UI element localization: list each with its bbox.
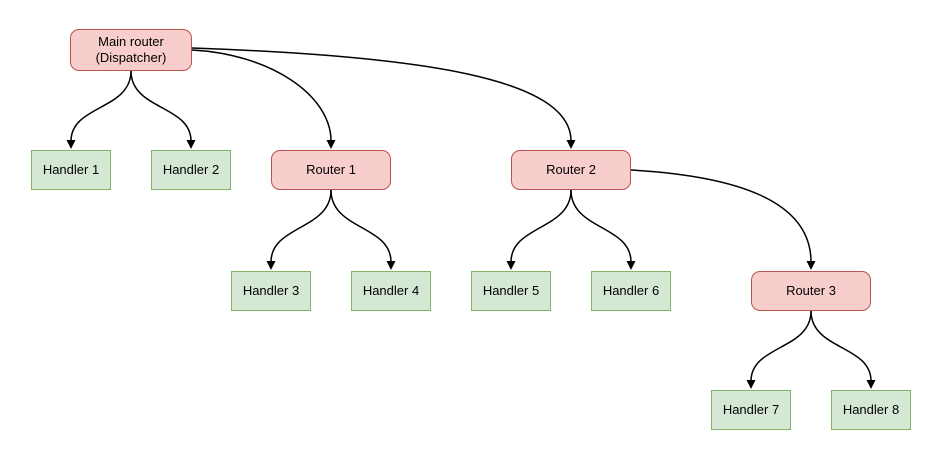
edge-router-2-to-handler-5 (506, 189, 572, 270)
node-handler-3: Handler 3 (231, 271, 311, 311)
edge-router-3-to-handler-8 (810, 310, 876, 389)
node-router-1-label: Router 1 (306, 162, 356, 177)
edge-router-1-to-handler-4 (330, 189, 396, 270)
edge-router-2-to-handler-6 (570, 189, 636, 270)
node-handler-7-label: Handler 7 (722, 402, 780, 417)
node-handler-6: Handler 6 (591, 271, 671, 311)
node-router-1: Router 1 (271, 150, 391, 190)
node-router-2-label: Router 2 (546, 162, 596, 177)
node-handler-1-label: Handler 1 (42, 162, 100, 177)
node-handler-3-label: Handler 3 (242, 283, 300, 298)
node-handler-7: Handler 7 (711, 390, 791, 430)
node-router-3: Router 3 (751, 271, 871, 311)
node-handler-8-label: Handler 8 (842, 402, 900, 417)
edge-router-3-to-handler-7 (746, 310, 812, 389)
node-handler-5-label: Handler 5 (482, 283, 540, 298)
node-router-2: Router 2 (511, 150, 631, 190)
edge-main-to-router-2 (191, 47, 576, 149)
node-handler-1: Handler 1 (31, 150, 111, 190)
node-handler-6-label: Handler 6 (602, 283, 660, 298)
edge-main-to-handler-2 (130, 70, 196, 149)
edge-main-to-handler-1 (66, 70, 132, 149)
edge-router-1-to-handler-3 (266, 189, 332, 270)
node-handler-5: Handler 5 (471, 271, 551, 311)
node-main-router-label: Main router (Dispatcher) (95, 34, 167, 65)
node-main-router: Main router (Dispatcher) (70, 29, 192, 71)
node-router-3-label: Router 3 (786, 283, 836, 298)
node-handler-4: Handler 4 (351, 271, 431, 311)
node-handler-2: Handler 2 (151, 150, 231, 190)
node-handler-2-label: Handler 2 (162, 162, 220, 177)
node-handler-4-label: Handler 4 (362, 283, 420, 298)
node-handler-8: Handler 8 (831, 390, 911, 430)
edge-main-to-router-1 (191, 49, 336, 149)
edge-router-2-to-router-3 (630, 169, 816, 270)
